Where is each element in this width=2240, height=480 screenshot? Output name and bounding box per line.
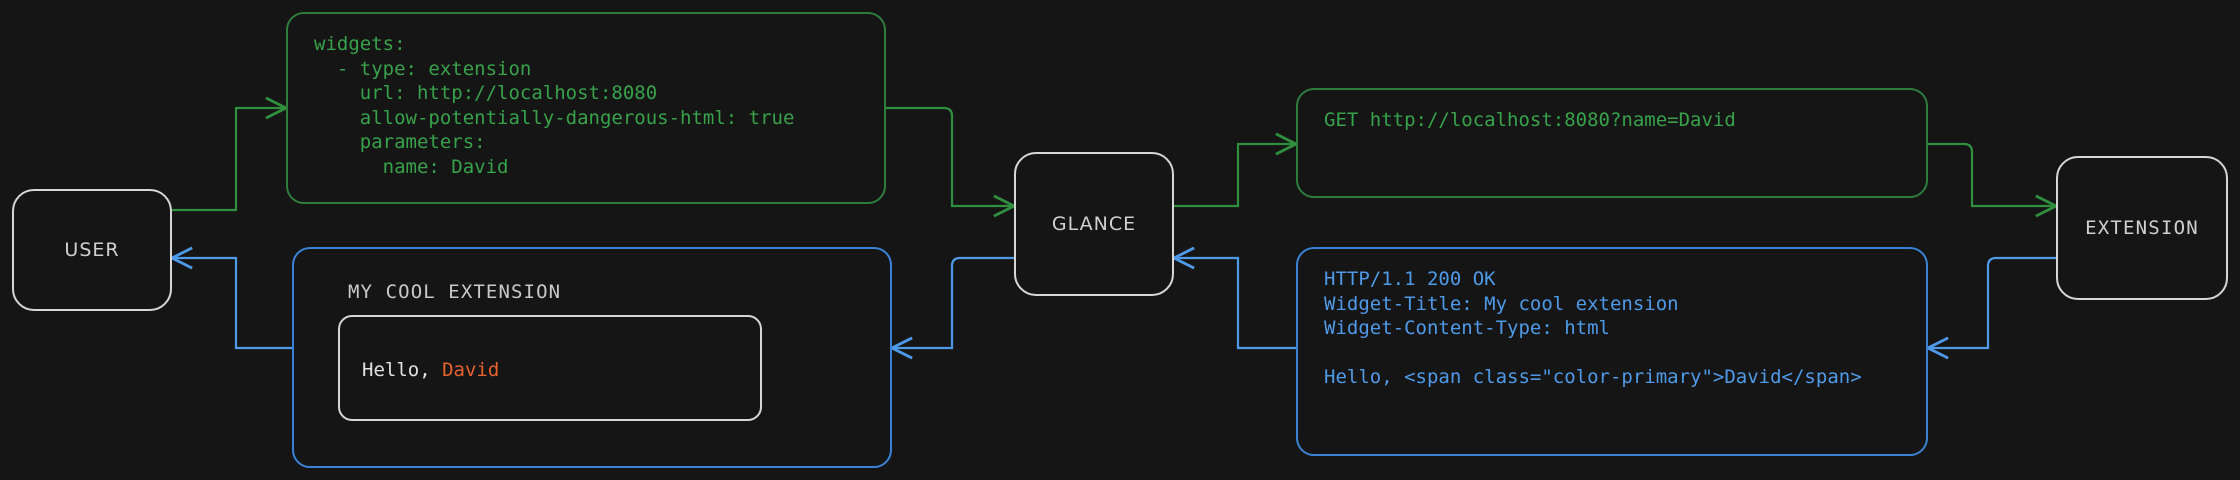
flow-widget-to-user bbox=[172, 258, 294, 350]
node-extension[interactable]: EXTENSION bbox=[2056, 156, 2228, 300]
http-response-text: HTTP/1.1 200 OK Widget-Title: My cool ex… bbox=[1324, 268, 1862, 388]
flow-response-to-glance bbox=[1174, 258, 1298, 350]
panel-http-response: HTTP/1.1 200 OK Widget-Title: My cool ex… bbox=[1296, 247, 1928, 456]
widget-card: Hello, David bbox=[338, 315, 762, 421]
widget-accent-name: David bbox=[442, 359, 500, 381]
node-glance-label: GLANCE bbox=[1051, 213, 1137, 235]
widget-greeting: Hello, bbox=[362, 359, 443, 381]
flow-glance-to-request bbox=[1172, 144, 1296, 208]
flow-config-to-glance bbox=[884, 106, 1014, 206]
flow-request-to-extension bbox=[1926, 142, 2056, 206]
node-extension-label: EXTENSION bbox=[2085, 217, 2199, 239]
node-glance[interactable]: GLANCE bbox=[1014, 152, 1174, 296]
panel-yaml-config: widgets: - type: extension url: http://l… bbox=[286, 12, 886, 204]
widget-title: MY COOL EXTENSION bbox=[348, 281, 562, 303]
node-user[interactable]: USER bbox=[12, 189, 172, 311]
yaml-config-text: widgets: - type: extension url: http://l… bbox=[314, 33, 795, 178]
http-request-text: GET http://localhost:8080?name=David bbox=[1324, 109, 1736, 131]
panel-http-request: GET http://localhost:8080?name=David bbox=[1296, 88, 1928, 198]
node-user-label: USER bbox=[64, 239, 120, 261]
flow-user-to-config bbox=[170, 108, 286, 212]
flow-extension-to-response bbox=[1928, 256, 2058, 348]
panel-rendered-widget: MY COOL EXTENSION Hello, David bbox=[292, 247, 892, 468]
widget-card-text: Hello, David bbox=[362, 359, 499, 381]
flow-glance-to-widget bbox=[892, 256, 1016, 348]
